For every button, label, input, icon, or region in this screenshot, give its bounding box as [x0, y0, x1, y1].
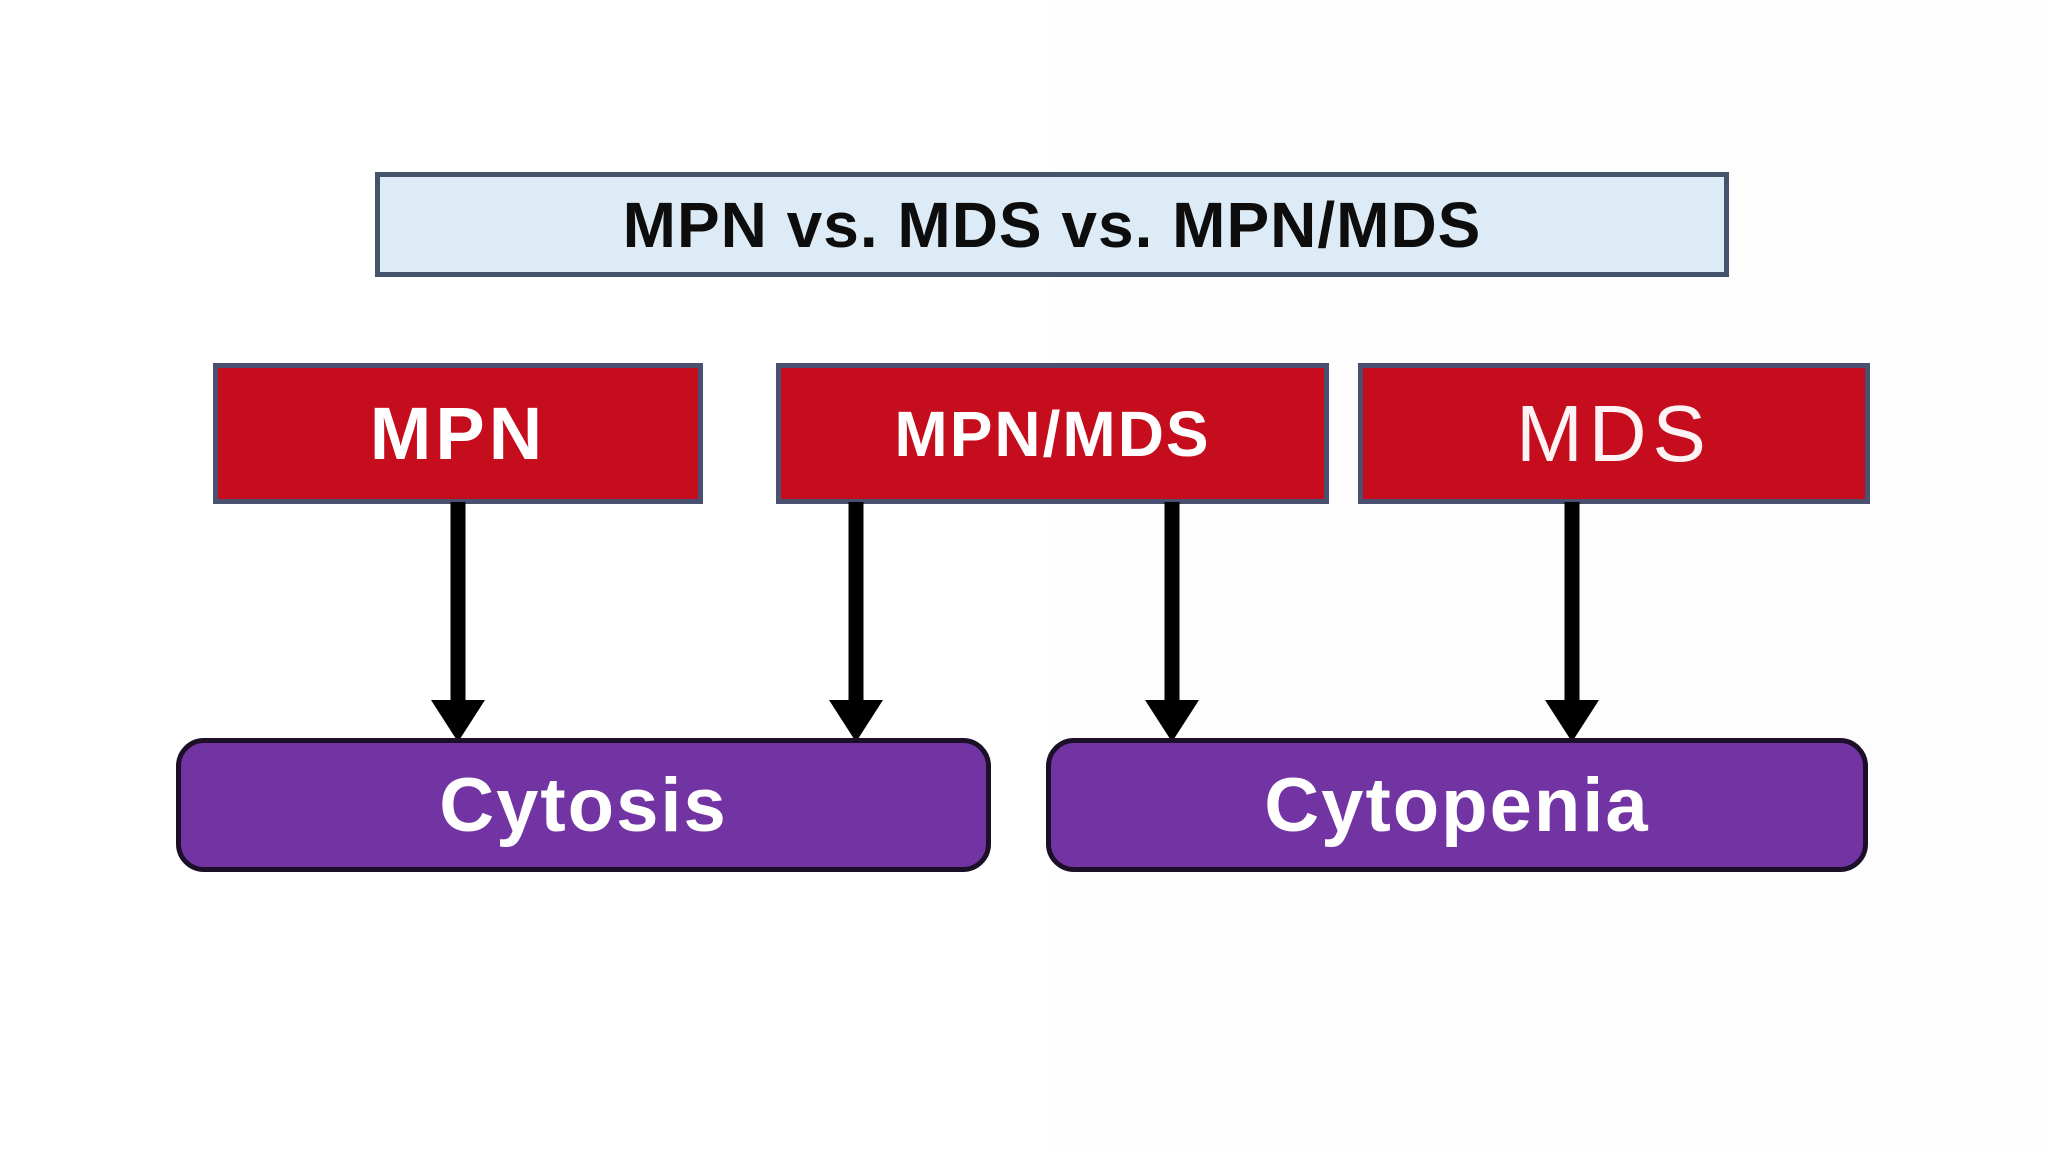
arrow-mpnmds-to-cytosis	[828, 502, 884, 742]
arrow-head-icon	[431, 700, 485, 742]
node-cytosis-label: Cytosis	[439, 762, 728, 848]
node-cytopenia-label: Cytopenia	[1264, 762, 1650, 848]
arrow-head-icon	[1145, 700, 1199, 742]
arrow-mds-to-cytopenia	[1544, 502, 1600, 742]
node-mpn-label: MPN	[369, 392, 547, 475]
title-label: MPN vs. MDS vs. MPN/MDS	[622, 188, 1482, 261]
node-mpn-mds: MPN/MDS	[776, 363, 1329, 504]
arrow-mpnmds-to-cytopenia	[1144, 502, 1200, 742]
arrow-shaft	[450, 502, 466, 704]
arrow-shaft	[1164, 502, 1180, 704]
arrow-shaft	[848, 502, 864, 704]
arrow-head-icon	[1545, 700, 1599, 742]
node-cytopenia: Cytopenia	[1046, 738, 1868, 872]
arrow-shaft	[1564, 502, 1580, 704]
node-mpn-mds-label: MPN/MDS	[894, 397, 1211, 470]
title-box: MPN vs. MDS vs. MPN/MDS	[375, 172, 1729, 277]
node-mds-label: MDS	[1516, 388, 1712, 478]
arrow-mpn-to-cytosis	[430, 502, 486, 742]
node-mds: MDS	[1358, 363, 1870, 504]
node-cytosis: Cytosis	[176, 738, 991, 872]
arrow-head-icon	[829, 700, 883, 742]
node-mpn: MPN	[213, 363, 703, 504]
